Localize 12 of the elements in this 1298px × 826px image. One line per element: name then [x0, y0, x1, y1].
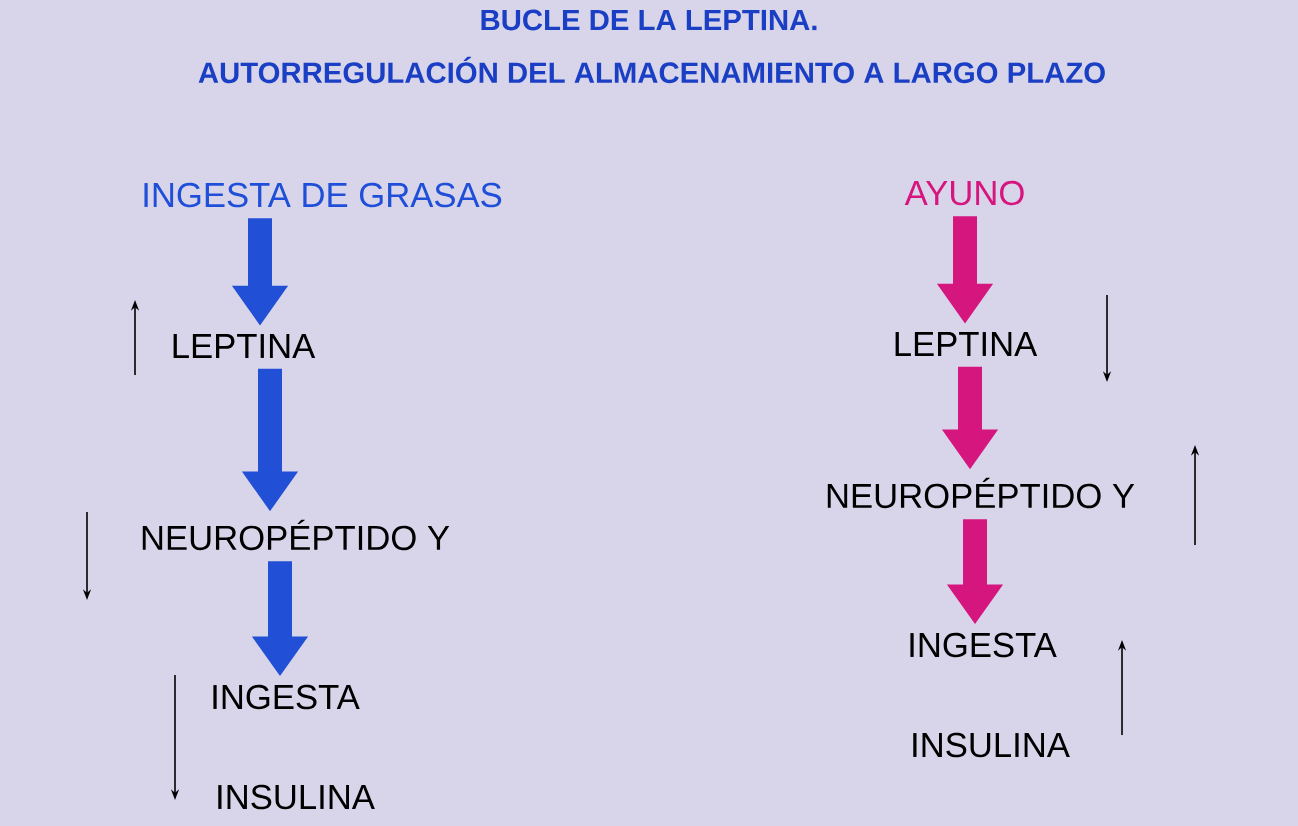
- node-label: INGESTA: [213, 684, 360, 710]
- subtitle: AUTORREGULACIÓN DEL ALMACENAMIENTO A LARGO PLAZO: [198, 56, 1105, 84]
- node-label: LEPTINA: [173, 334, 316, 358]
- node-label: INGESTA: [910, 632, 1057, 658]
- node-label: INSULINA: [218, 784, 375, 810]
- node-label: NEUROPÉPTIDO Y: [142, 519, 450, 551]
- node-label: NEUROPÉPTIDO Y: [827, 477, 1135, 509]
- heading: AYUNO: [904, 180, 1024, 206]
- heading: INGESTA DE GRASAS: [144, 182, 502, 208]
- node-label: LEPTINA: [895, 332, 1038, 356]
- title: BUCLE DE LA LEPTINA.: [481, 9, 817, 31]
- node-label: INSULINA: [913, 732, 1070, 758]
